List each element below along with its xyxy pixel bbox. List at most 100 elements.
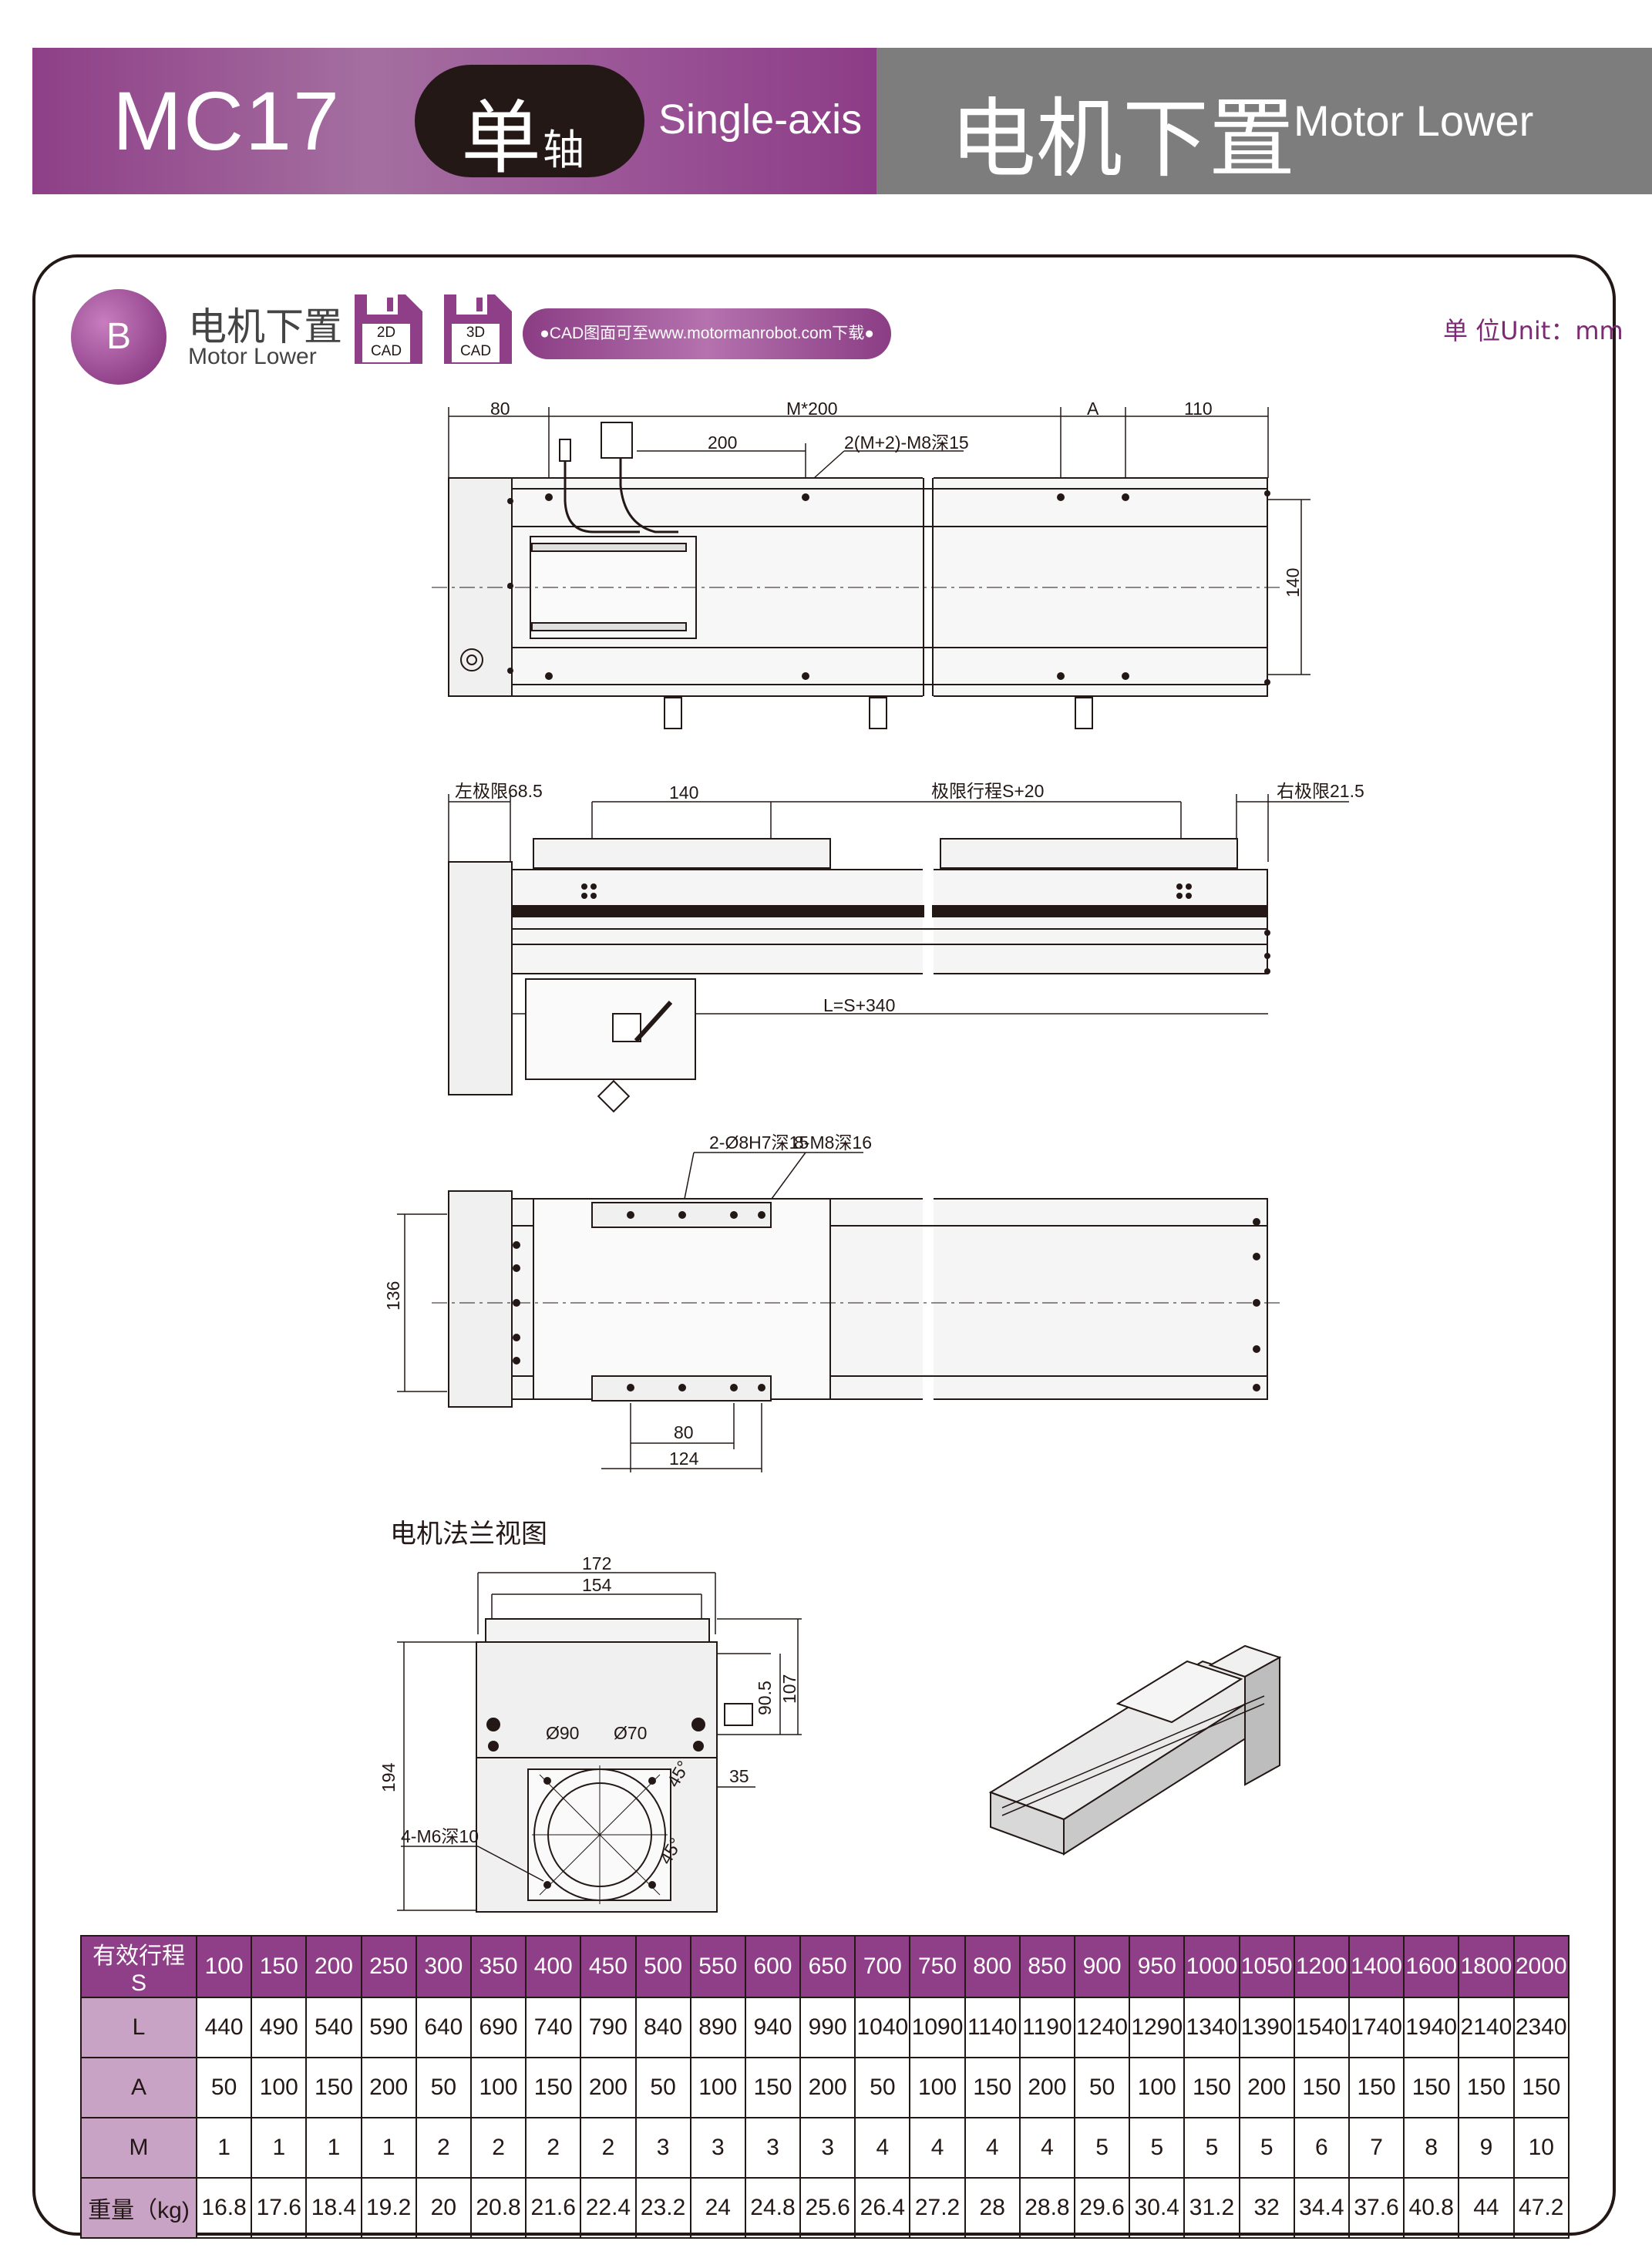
- table-cell: 940: [744, 1997, 802, 2058]
- cad-download-link[interactable]: ●CAD图面可至www.motormanrobot.com下载●: [523, 308, 891, 359]
- dim-172: 172: [582, 1553, 611, 1573]
- table-cell: 1040: [854, 1997, 911, 2058]
- table-cell: 30.4: [1129, 2177, 1186, 2239]
- table-cell: 19.2: [360, 2177, 417, 2239]
- table-cell: 44: [1458, 2177, 1515, 2239]
- dim-limit-stroke: 极限行程S+20: [931, 781, 1044, 801]
- table-cell: 3: [799, 2117, 856, 2179]
- table-cell: 29.6: [1073, 2177, 1131, 2239]
- table-cell: 5: [1129, 2117, 1186, 2179]
- table-cell: 10: [1512, 2117, 1570, 2179]
- table-cell: 1140: [964, 1997, 1021, 2058]
- table-cell: 1540: [1293, 1997, 1350, 2058]
- row-label-m: M: [80, 2117, 197, 2179]
- dim-90-5: 90.5: [755, 1681, 775, 1715]
- table-cell: 790: [580, 1997, 637, 2058]
- model-name: MC17: [113, 74, 342, 167]
- table-cell: 28.8: [1018, 2177, 1076, 2239]
- cad-3d-icon[interactable]: 3D CAD: [441, 291, 515, 367]
- table-cell: 6: [1293, 2117, 1350, 2179]
- stroke-cell: 950: [1129, 1935, 1186, 1998]
- table-cell: 690: [469, 1997, 527, 2058]
- table-cell: 2: [415, 2117, 472, 2179]
- stroke-cell: 850: [1018, 1935, 1076, 1998]
- table-cell: 20.8: [469, 2177, 527, 2239]
- table-cell: 28: [964, 2177, 1021, 2239]
- table-cell: 1940: [1403, 1997, 1460, 2058]
- table-cell: 21.6: [525, 2177, 582, 2239]
- table-cell: 1: [195, 2117, 253, 2179]
- bottom-view: 2-Ø8H7深15 8-M8深16 136 80 124: [383, 1132, 1280, 1472]
- isometric-render: [988, 1644, 1282, 1856]
- row-label-l: L: [80, 1997, 197, 2058]
- table-cell: 3: [744, 2117, 802, 2179]
- section-badge: B: [71, 289, 167, 385]
- table-cell: 150: [1183, 2057, 1240, 2118]
- table-cell: 540: [305, 1997, 362, 2058]
- table-cell: 50: [1073, 2057, 1131, 2118]
- stroke-cell: 700: [854, 1935, 911, 1998]
- table-cell: 24: [689, 2177, 746, 2239]
- table-cell: 50: [634, 2057, 691, 2118]
- section-title-en: Motor Lower: [188, 344, 317, 369]
- table-cell: 2: [525, 2117, 582, 2179]
- table-cell: 2: [469, 2117, 527, 2179]
- table-cell: 440: [195, 1997, 253, 2058]
- row-label-weight: 重量（kg): [80, 2177, 197, 2239]
- dim-a: A: [1087, 399, 1099, 419]
- stroke-cell: 600: [744, 1935, 802, 1998]
- table-cell: 740: [525, 1997, 582, 2058]
- table-cell: 2140: [1458, 1997, 1515, 2058]
- dim-136: 136: [383, 1281, 403, 1311]
- stroke-cell: 250: [360, 1935, 417, 1998]
- table-cell: 5: [1238, 2117, 1295, 2179]
- table-cell: 100: [1129, 2057, 1186, 2118]
- dim-194: 194: [379, 1762, 399, 1792]
- table-cell: 150: [305, 2057, 362, 2118]
- table-cell: 150: [744, 2057, 802, 2118]
- dim-left-limit: 左极限68.5: [455, 781, 543, 801]
- table-cell: 1: [360, 2117, 417, 2179]
- table-cell: 200: [1018, 2057, 1076, 2118]
- table-cell: 3: [634, 2117, 691, 2179]
- table-cell: 590: [360, 1997, 417, 2058]
- dim-124: 124: [669, 1449, 699, 1469]
- table-cell: 27.2: [909, 2177, 966, 2239]
- table-cell: 5: [1073, 2117, 1131, 2179]
- table-cell: 18.4: [305, 2177, 362, 2239]
- axis-pill: 单 轴: [415, 65, 644, 185]
- header-stroke-label: 有效行程 S: [80, 1935, 197, 1998]
- dim-length: L=S+340: [823, 995, 895, 1015]
- table-cell: 840: [634, 1997, 691, 2058]
- mount-en: Motor Lower: [1294, 96, 1534, 145]
- header-band: MC17 单 轴 Single-axis 电机下置 Motor Lower: [32, 48, 1652, 194]
- stroke-cell: 800: [964, 1935, 1021, 1998]
- cad-2d-icon[interactable]: 2D CAD: [352, 291, 426, 367]
- table-cell: 20: [415, 2177, 472, 2239]
- table-cell: 200: [360, 2057, 417, 2118]
- dim-m200: M*200: [786, 399, 837, 419]
- table-cell: 200: [580, 2057, 637, 2118]
- table-cell: 34.4: [1293, 2177, 1350, 2239]
- stroke-cell: 750: [909, 1935, 966, 1998]
- dim-carriage-140: 140: [669, 782, 698, 803]
- dim-107: 107: [779, 1674, 799, 1704]
- table-cell: 150: [1458, 2057, 1515, 2118]
- dim-m8-holes: 8-M8深16: [794, 1132, 872, 1153]
- stroke-cell: 2000: [1512, 1935, 1570, 1998]
- table-cell: 23.2: [634, 2177, 691, 2239]
- axis-cn-small: 轴: [543, 126, 584, 174]
- dim-80: 80: [490, 399, 510, 419]
- stroke-cell: 450: [580, 1935, 637, 1998]
- dim-d90: Ø90: [546, 1723, 579, 1743]
- stroke-cell: 500: [634, 1935, 691, 1998]
- table-cell: 50: [415, 2057, 472, 2118]
- stroke-cell: 1600: [1403, 1935, 1460, 1998]
- table-cell: 2340: [1512, 1997, 1570, 2058]
- table-cell: 25.6: [799, 2177, 856, 2239]
- table-cell: 200: [799, 2057, 856, 2118]
- table-cell: 50: [195, 2057, 253, 2118]
- stroke-cell: 1800: [1458, 1935, 1515, 1998]
